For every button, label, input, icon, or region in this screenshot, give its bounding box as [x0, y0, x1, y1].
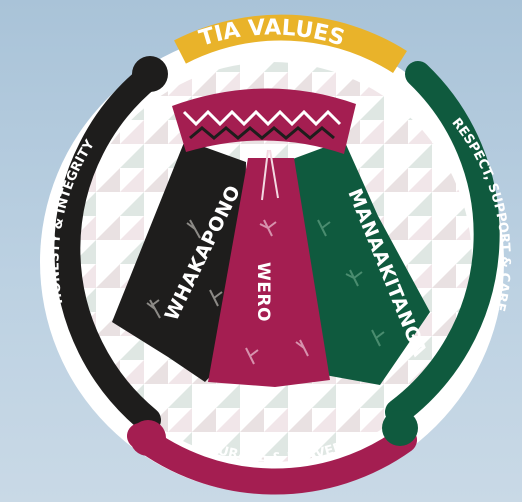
- ring-arc-black: [54, 63, 163, 433]
- collar-weave-lower: [189, 126, 335, 140]
- panel-maroon: [208, 158, 330, 387]
- ring-arc-maroon: [127, 423, 417, 495]
- ring-arc-gold: [174, 14, 407, 74]
- ring-end-black: [132, 56, 168, 92]
- collar-weave: [182, 109, 342, 127]
- ring-end-green: [382, 410, 418, 446]
- feather-marks: [146, 219, 385, 365]
- ring-end-maroon: [130, 420, 166, 456]
- panel-green: [290, 140, 430, 385]
- panel-black: [112, 140, 246, 382]
- ring-arc-green: [385, 61, 500, 425]
- wero-label: WERO: [253, 262, 273, 322]
- cloak-tie: [261, 149, 279, 201]
